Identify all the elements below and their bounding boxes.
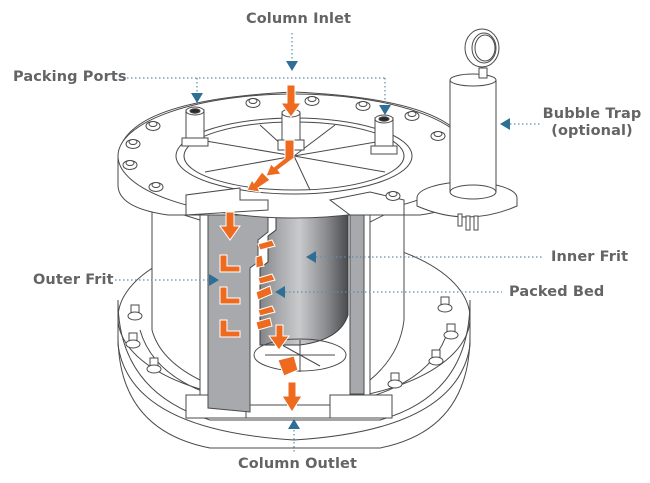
flow-arrow-distributor-2: [246, 171, 271, 193]
label-inner-frit: Inner Frit: [551, 249, 629, 265]
bolt: [430, 131, 446, 141]
flow-arrow-l: [219, 254, 241, 273]
triangle-pointer-icon: [500, 118, 510, 130]
bolt: [148, 182, 164, 192]
triangle-pointer-icon: [286, 61, 298, 71]
triangle-pointer-icon: [288, 419, 300, 429]
flow-arrow-outlet: [281, 381, 303, 413]
flow-arrow-collector: [268, 324, 290, 351]
flow-arrow-l: [219, 319, 241, 338]
label-packed-bed: Packed Bed: [509, 284, 605, 300]
bolt: [125, 139, 141, 149]
flow-arrow-collector-2: [277, 355, 299, 377]
bolt: [145, 121, 161, 131]
triangle-pointer-icon: [275, 286, 285, 298]
label-bubble-trap-note: (optional): [551, 123, 633, 139]
bolt: [428, 349, 444, 366]
label-bubble-trap-title: Bubble Trap: [542, 106, 642, 122]
bolt: [443, 323, 459, 340]
bolt: [127, 304, 143, 321]
flow-arrow-bed: [255, 285, 273, 301]
bolt: [437, 296, 453, 313]
flow-arrow-l: [219, 286, 241, 305]
flow-arrow-inlet: [280, 84, 302, 118]
packing-port-right: [370, 114, 398, 155]
bolt: [404, 111, 420, 121]
flow-arrow-bed: [255, 317, 273, 331]
bubble-trap-valve: [457, 213, 479, 231]
bubble-trap: [416, 28, 518, 231]
triangle-pointer-icon: [379, 105, 391, 115]
label-bubble-trap: Bubble Trap (optional): [542, 106, 642, 140]
bolt: [355, 101, 371, 111]
bolt: [122, 160, 138, 170]
pressure-gauge-icon: [464, 28, 500, 68]
flow-arrow-distributor: [265, 139, 295, 177]
flow-arrows: [219, 84, 303, 413]
label-column-outlet: Column Outlet: [238, 456, 357, 472]
bolt: [385, 191, 401, 201]
bolt: [245, 98, 261, 108]
triangle-pointer-icon: [191, 93, 203, 103]
bolt: [125, 332, 141, 349]
bottom-distributor: [253, 338, 347, 372]
leader-arrowheads: [191, 61, 510, 429]
bolt: [304, 96, 320, 106]
bolt: [387, 372, 403, 389]
label-outer-frit: Outer Frit: [33, 272, 114, 288]
flow-arrow-bed: [255, 254, 265, 269]
label-column-inlet: Column Inlet: [246, 11, 352, 27]
flow-arrow-bed: [257, 239, 276, 251]
triangle-pointer-icon: [306, 251, 316, 263]
flow-arrow-outer-frit-down: [219, 211, 241, 241]
flow-arrow-bed: [257, 305, 276, 317]
label-packing-ports: Packing Ports: [13, 69, 127, 85]
packing-port-left: [181, 106, 209, 147]
triangle-pointer-icon: [209, 274, 219, 286]
leader-lines: [115, 33, 544, 452]
flow-arrow-bed: [257, 273, 276, 285]
bolt: [146, 357, 162, 374]
